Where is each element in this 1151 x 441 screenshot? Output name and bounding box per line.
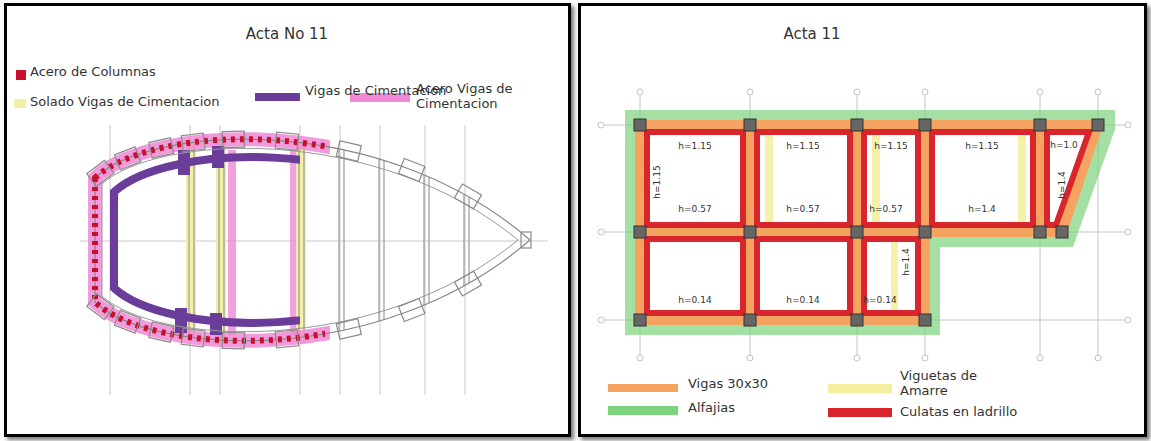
legend-swatch (255, 93, 300, 101)
height-label: h=1.0 (1050, 140, 1078, 150)
legend-swatch (14, 99, 26, 108)
height-label: h=0.14 (678, 295, 711, 305)
legend-swatch (828, 384, 892, 393)
height-label: h=1.15 (652, 165, 662, 198)
legend-text: Alfajias (688, 401, 735, 416)
column-box (115, 147, 141, 170)
column-box (149, 322, 174, 342)
axis-lines (80, 125, 548, 395)
sheet-title: Acta No 11 (246, 26, 328, 43)
height-label: h=1.4 (901, 248, 911, 276)
column-box (222, 131, 244, 147)
legend-text: Solado Vigas de Cimentacion (30, 95, 219, 110)
column-box (521, 232, 531, 248)
height-label: h=1.4 (968, 204, 996, 214)
legend-text: Acero Vigas de Cimentacion (416, 82, 541, 112)
culatas (647, 132, 1089, 313)
columns (634, 119, 1104, 326)
column-box (399, 159, 425, 182)
column-box (115, 310, 141, 333)
height-label: h=1.15 (874, 141, 907, 151)
column-box (454, 271, 481, 296)
sheet-title: Acta 11 (783, 26, 840, 43)
column-box (275, 132, 298, 150)
legend-swatch (828, 408, 892, 417)
legend-text: Viguetas de Amarre (900, 369, 990, 399)
column-box (336, 319, 361, 340)
column-box (181, 133, 205, 151)
column-box (454, 184, 481, 209)
legend-text: Acero de Columnas (30, 65, 156, 80)
column-box (275, 330, 298, 348)
column-box (399, 299, 425, 322)
height-label: h=0.57 (786, 204, 819, 214)
height-label: h=1.15 (678, 141, 711, 151)
legend-swatch (608, 384, 678, 392)
height-label: h=1.15 (965, 141, 998, 151)
alfajia-band (632, 117, 1108, 328)
height-label: h=1.15 (786, 141, 819, 151)
height-label: h=0.14 (786, 295, 819, 305)
legend-text: Culatas en ladrillo (900, 405, 1017, 420)
column-boxes (87, 131, 531, 349)
column-box (336, 141, 361, 162)
column-box (222, 332, 244, 348)
column-box (181, 328, 205, 346)
column-box (87, 294, 114, 320)
purple-blocks (175, 146, 224, 335)
column-box (149, 138, 174, 158)
height-label: h=1.4 (1057, 171, 1067, 199)
legend-text: Vigas 30x30 (688, 377, 768, 392)
height-label: h=0.14 (863, 295, 896, 305)
beams (640, 125, 1098, 320)
axis-lines (598, 89, 1131, 361)
legend-swatch (608, 406, 678, 415)
height-label: h=0.57 (678, 204, 711, 214)
legend-swatch (16, 70, 26, 80)
column-box (87, 160, 114, 186)
height-label: h=0.57 (869, 204, 902, 214)
